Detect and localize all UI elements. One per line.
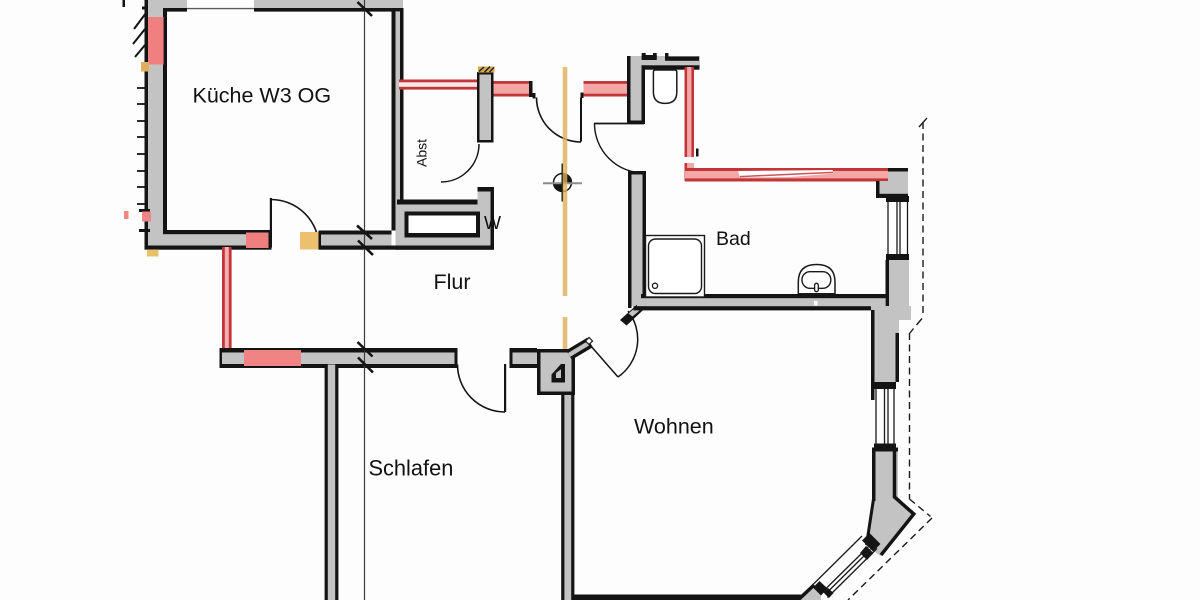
svg-text:Flur: Flur bbox=[434, 270, 471, 294]
svg-text:W: W bbox=[484, 213, 501, 233]
svg-text:Schlafen: Schlafen bbox=[369, 456, 454, 481]
svg-text:Abst: Abst bbox=[414, 139, 430, 167]
svg-text:Wohnen: Wohnen bbox=[634, 415, 714, 439]
svg-text:Küche W3 OG: Küche W3 OG bbox=[193, 84, 332, 108]
svg-text:Bad: Bad bbox=[716, 228, 751, 250]
